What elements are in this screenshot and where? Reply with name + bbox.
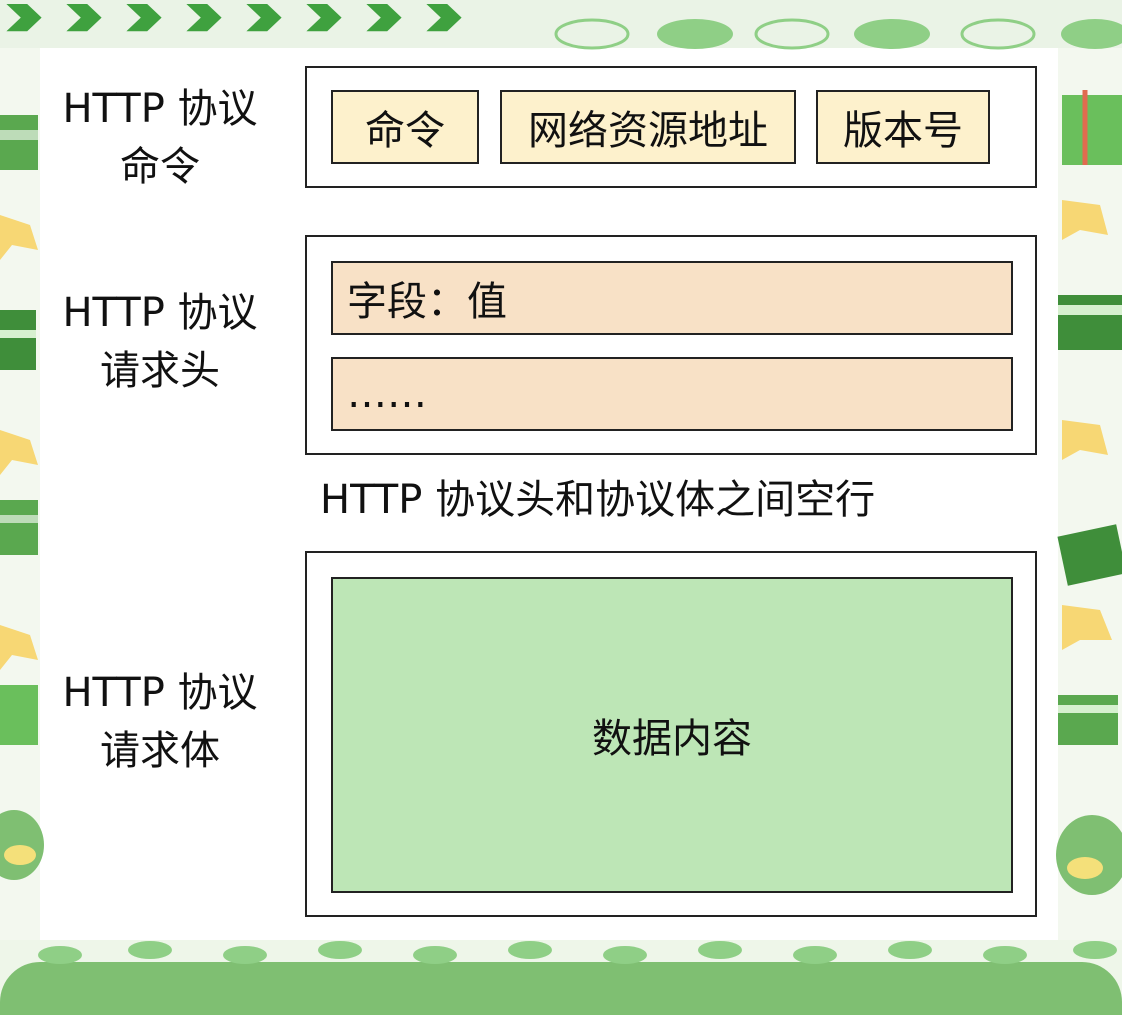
command-box: 命令 网络资源地址 版本号: [305, 66, 1037, 188]
header-label-line1: HTTP 协议: [62, 290, 258, 336]
command-label-line1: HTTP 协议: [62, 86, 258, 132]
header-ellipsis-row: ……: [331, 357, 1013, 431]
blank-line-caption: HTTP 协议头和协议体之间空行: [320, 477, 876, 523]
body-label-line2: 请求体: [100, 728, 220, 774]
url-text: 网络资源地址: [528, 108, 768, 154]
body-content-cell: 数据内容: [331, 577, 1013, 893]
header-label-line2: 请求头: [100, 348, 220, 394]
header-field-text: 字段：值: [347, 279, 507, 325]
command-cell-method: 命令: [331, 90, 479, 164]
command-cell-url: 网络资源地址: [500, 90, 796, 164]
body-box: 数据内容: [305, 551, 1037, 917]
decorative-left-border: [0, 48, 40, 948]
header-row-label: HTTP 协议 请求头: [40, 284, 280, 400]
method-text: 命令: [365, 108, 445, 154]
command-label-line2: 命令: [120, 144, 200, 190]
blob-character-icon: [0, 810, 1122, 895]
grass-strip: [0, 962, 1122, 1015]
gift-icon: [0, 90, 1122, 745]
star-icon: [0, 200, 1112, 670]
header-ellipsis-text: ……: [347, 371, 427, 417]
version-text: 版本号: [843, 108, 963, 154]
command-cell-version: 版本号: [816, 90, 990, 164]
heart-icon: [554, 18, 1122, 50]
command-row-label: HTTP 协议 命令: [40, 80, 280, 196]
header-field-row: 字段：值: [331, 261, 1013, 335]
chevron-arrow-icon: [6, 4, 462, 32]
header-box: 字段：值 ……: [305, 235, 1037, 455]
body-content-text: 数据内容: [592, 716, 752, 762]
decorative-right-border: [1058, 48, 1122, 948]
body-label-line1: HTTP 协议: [62, 670, 258, 716]
sprout-icon: [38, 941, 1117, 964]
body-row-label: HTTP 协议 请求体: [40, 664, 280, 780]
